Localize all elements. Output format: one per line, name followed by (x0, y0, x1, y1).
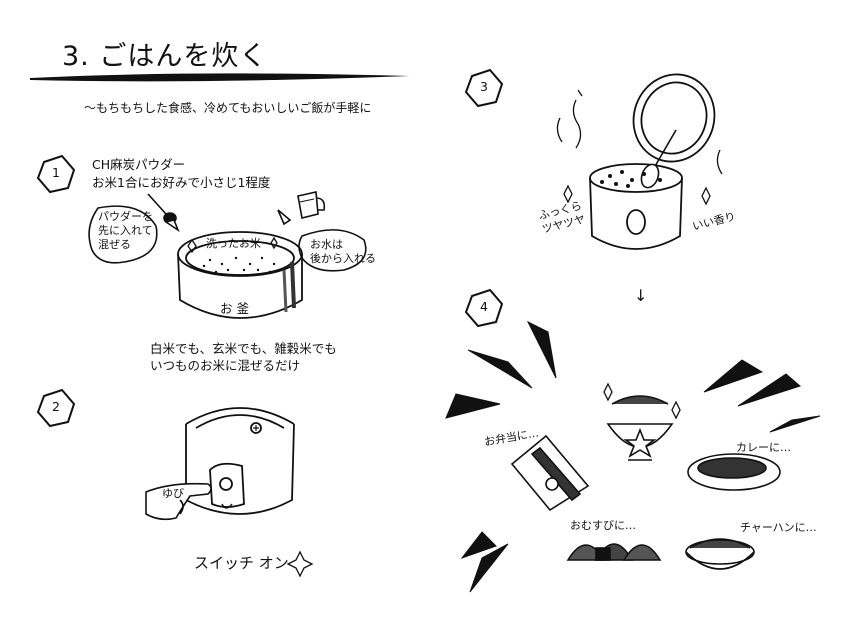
rice-pot-drawing (177, 231, 303, 319)
rice-bowl-drawing (606, 395, 674, 461)
note-line: いつものお米に混ぜるだけ (150, 358, 301, 373)
sparkle-icon (603, 382, 681, 420)
sparkle-icon (563, 184, 711, 206)
step-1-number: 1 (52, 165, 60, 180)
bubble-line: お水は (310, 238, 343, 251)
bubble-line: 先に入れて (98, 224, 153, 237)
speech-bubble-left (88, 205, 158, 264)
step-1-note: 白米でも、玄米でも、雑穀米でも いつものお米に混ぜるだけ (150, 340, 337, 374)
rice-paddle-icon (640, 129, 677, 189)
fried-rice-plate-drawing (685, 538, 755, 570)
speech-bubble-right-text: お水は 後から入れる (310, 238, 376, 266)
sparkle-icon (187, 236, 278, 254)
step-3-badge-hexagon (464, 68, 504, 108)
bubble-line: 後から入れる (310, 252, 376, 265)
down-arrow-icon: ↓ (634, 286, 648, 305)
curry-label: カレーに… (736, 441, 791, 454)
title-underline (30, 73, 410, 82)
burst-rays (445, 320, 821, 593)
step-2-badge-hexagon (36, 388, 76, 428)
step-1-badge-hexagon (36, 154, 76, 194)
curry-plate-drawing (687, 453, 781, 491)
step-1-heading: CH麻炭パウダー (92, 157, 186, 172)
step-4-number: 4 (480, 299, 488, 314)
rice-cooker-drawing (185, 407, 295, 515)
rice-grains (202, 256, 276, 274)
cooked-rice-dots (600, 170, 662, 188)
finger-label: ゆび (162, 487, 184, 500)
page-subtitle: ～もちもちした食感、冷めてもおいしいご飯が手軽に (84, 101, 372, 115)
measuring-cup-icon (297, 191, 326, 219)
hand-pressing-switch (145, 482, 212, 521)
onigiri-drawing (566, 543, 662, 561)
arrow-icon (164, 209, 292, 233)
page-title: 3. ごはんを炊く (62, 41, 268, 72)
step-2-number: 2 (52, 399, 60, 414)
speech-bubble-left-text: パウダーを 先に入れて 混ぜる (98, 210, 153, 252)
bento-box-drawing (510, 434, 590, 512)
step-3-number: 3 (480, 79, 488, 94)
sparkle-icon (286, 550, 314, 578)
switch-on-text: スイッチ オン (194, 554, 289, 572)
note-line: 白米でも、玄米でも、雑穀米でも (150, 341, 337, 356)
pot-label: お 釜 (220, 301, 249, 316)
onigiri-label: おむすびに… (570, 519, 636, 532)
bubble-line: パウダーを (98, 210, 153, 223)
step-4-badge-hexagon (464, 288, 504, 328)
pot-top-label: 洗ったお米 (206, 237, 261, 250)
speech-bubble-right (298, 229, 367, 272)
bubble-line: 混ぜる (98, 238, 131, 251)
fried-rice-label: チャーハンに… (740, 521, 817, 534)
steam-lines (556, 89, 723, 175)
step-1-dose: お米1合にお好みで小さじ1程度 (92, 175, 271, 190)
